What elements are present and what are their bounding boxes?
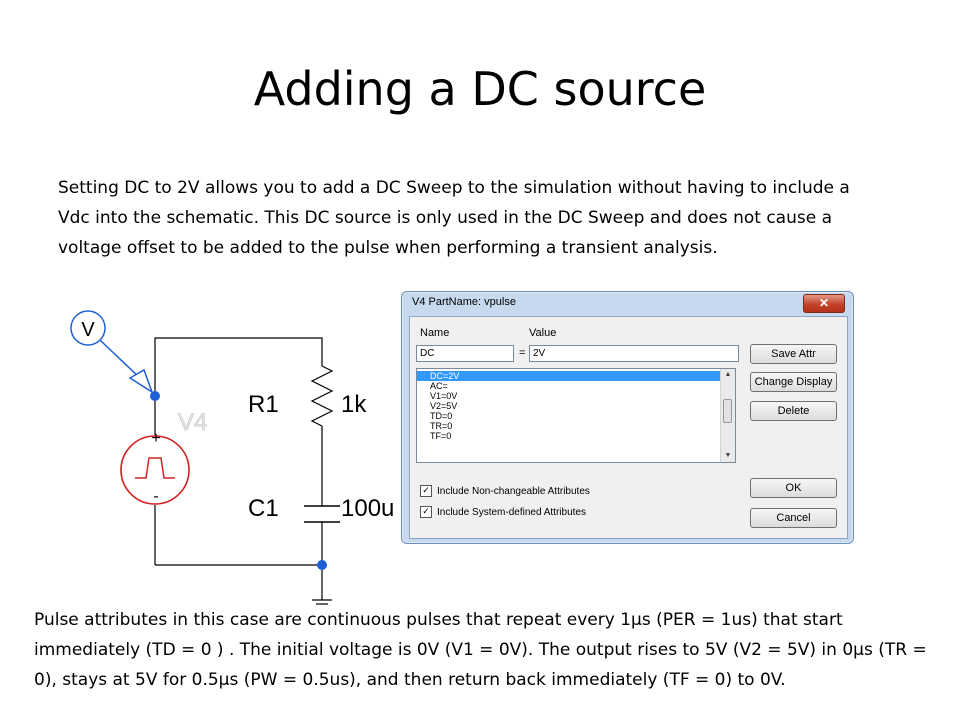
slide-title: Adding a DC source — [253, 62, 707, 116]
value-input[interactable]: 2V — [529, 345, 739, 362]
attribute-item[interactable]: DC=2V — [417, 371, 735, 381]
bottom-paragraph: Pulse attributes in this case are contin… — [34, 605, 934, 695]
ok-button[interactable]: OK — [750, 478, 837, 498]
mu-symbol: μ — [853, 640, 864, 660]
value-header: Value — [529, 327, 557, 339]
non-changeable-label: Include Non-changeable Attributes — [437, 485, 590, 497]
mu-symbol: μ — [218, 670, 230, 690]
plus-sign: + — [151, 430, 160, 447]
scroll-down-icon[interactable]: ▼ — [724, 452, 732, 459]
cancel-button[interactable]: Cancel — [750, 508, 837, 528]
attribute-item[interactable]: TR=0 — [430, 421, 453, 431]
attribute-item[interactable]: V1=0V — [430, 391, 458, 401]
resistor-r1 — [310, 365, 334, 427]
list-scrollbar[interactable]: ▲ ▼ — [720, 369, 735, 462]
bottom-text-part: Pulse attributes in this case are contin… — [34, 610, 632, 630]
attribute-item[interactable]: TF=0 — [430, 431, 452, 441]
close-icon[interactable]: ✕ — [803, 294, 845, 313]
bottom-text-part: s (PER = 1us) that start immediately (TD… — [34, 610, 854, 660]
attribute-item[interactable]: V2=5V — [430, 401, 458, 411]
attribute-item[interactable]: TD=0 — [430, 411, 453, 421]
dialog-title: V4 PartName: vpulse — [412, 296, 516, 308]
top-paragraph: Setting DC to 2V allows you to add a DC … — [58, 178, 850, 258]
c1-value: 100u — [341, 495, 394, 522]
bottom-text-part: s (PW = 0.5us), and then return back imm… — [229, 670, 786, 690]
capacitor-c1 — [304, 505, 340, 523]
system-defined-checkbox[interactable]: ✓ Include System-defined Attributes — [420, 506, 586, 518]
part-attributes-dialog: V4 PartName: vpulse ✕ Name Value DC = 2V… — [401, 291, 854, 544]
r1-name: R1 — [248, 391, 279, 418]
name-header: Name — [420, 327, 450, 339]
pulse-source-v4: V4 + - — [120, 409, 208, 505]
save-attr-button[interactable]: Save Attr — [750, 344, 837, 364]
scroll-thumb[interactable] — [723, 399, 732, 423]
voltage-probe[interactable]: V — [70, 310, 154, 394]
node-dot — [317, 560, 327, 570]
c1-name: C1 — [248, 495, 279, 522]
delete-button[interactable]: Delete — [750, 401, 837, 421]
minus-sign: - — [153, 488, 158, 505]
system-defined-label: Include System-defined Attributes — [437, 506, 586, 518]
checkbox-check-icon[interactable]: ✓ — [420, 485, 432, 497]
source-label: V4 — [178, 409, 207, 436]
name-input[interactable]: DC — [416, 345, 514, 362]
circuit-schematic: V V4 + - R1 1k C1 100u — [70, 310, 394, 605]
scroll-up-icon[interactable]: ▲ — [724, 371, 732, 378]
equals-sign: = — [519, 347, 526, 359]
non-changeable-checkbox[interactable]: ✓ Include Non-changeable Attributes — [420, 485, 590, 497]
checkbox-check-icon[interactable]: ✓ — [420, 506, 432, 518]
r1-value: 1k — [341, 391, 367, 418]
probe-label: V — [81, 319, 95, 341]
change-display-button[interactable]: Change Display — [750, 372, 837, 392]
mu-symbol: μ — [631, 610, 642, 630]
bottom-text-part: s (TR = 0), stays at 5V for 0.5 — [34, 640, 927, 690]
attribute-item[interactable]: AC= — [430, 381, 448, 391]
node-dot — [150, 391, 160, 401]
